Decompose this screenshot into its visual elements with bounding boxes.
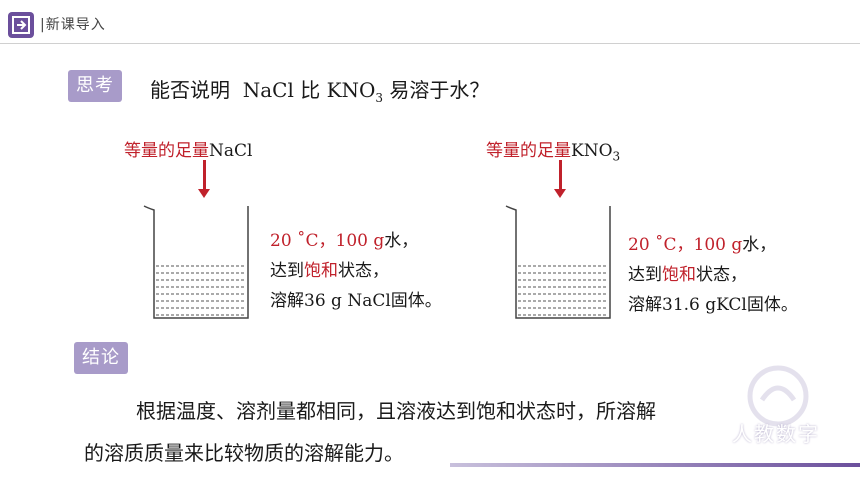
left-beaker-icon [143,205,249,319]
right-arrow [559,160,562,190]
left-arrowhead [198,189,210,198]
header-divider [0,43,860,44]
section-title: |新课导入 [40,17,106,33]
question-text: 能否说明 NaCl 比 KNO3 易溶于水？ [150,78,490,105]
bottom-accent-bar [450,463,860,467]
think-tag: 思考 [68,70,122,102]
left-description: 20 ˚C，100 g水， 达到饱和状态， 溶解36 g NaCl固体。 [270,231,442,311]
left-label: 等量的足量NaCl [124,141,253,161]
conclusion-text: 根据温度、溶剂量都相同，且溶液达到饱和状态时，所溶解 的溶质质量来比较物质的溶解… [84,399,656,465]
header: |新课导入 [0,0,860,44]
back-icon[interactable] [8,12,34,38]
right-beaker-icon [505,205,611,319]
watermark-text: 人教数字 [732,422,820,446]
right-label: 等量的足量KNO3 [486,141,621,164]
left-arrow [203,160,206,190]
conclusion-tag: 结论 [74,342,128,374]
right-arrowhead [554,189,566,198]
watermark-logo-icon [747,365,809,427]
right-description: 20 ˚C，100 g水， 达到饱和状态， 溶解31.6 gKCl固体。 [628,235,798,315]
